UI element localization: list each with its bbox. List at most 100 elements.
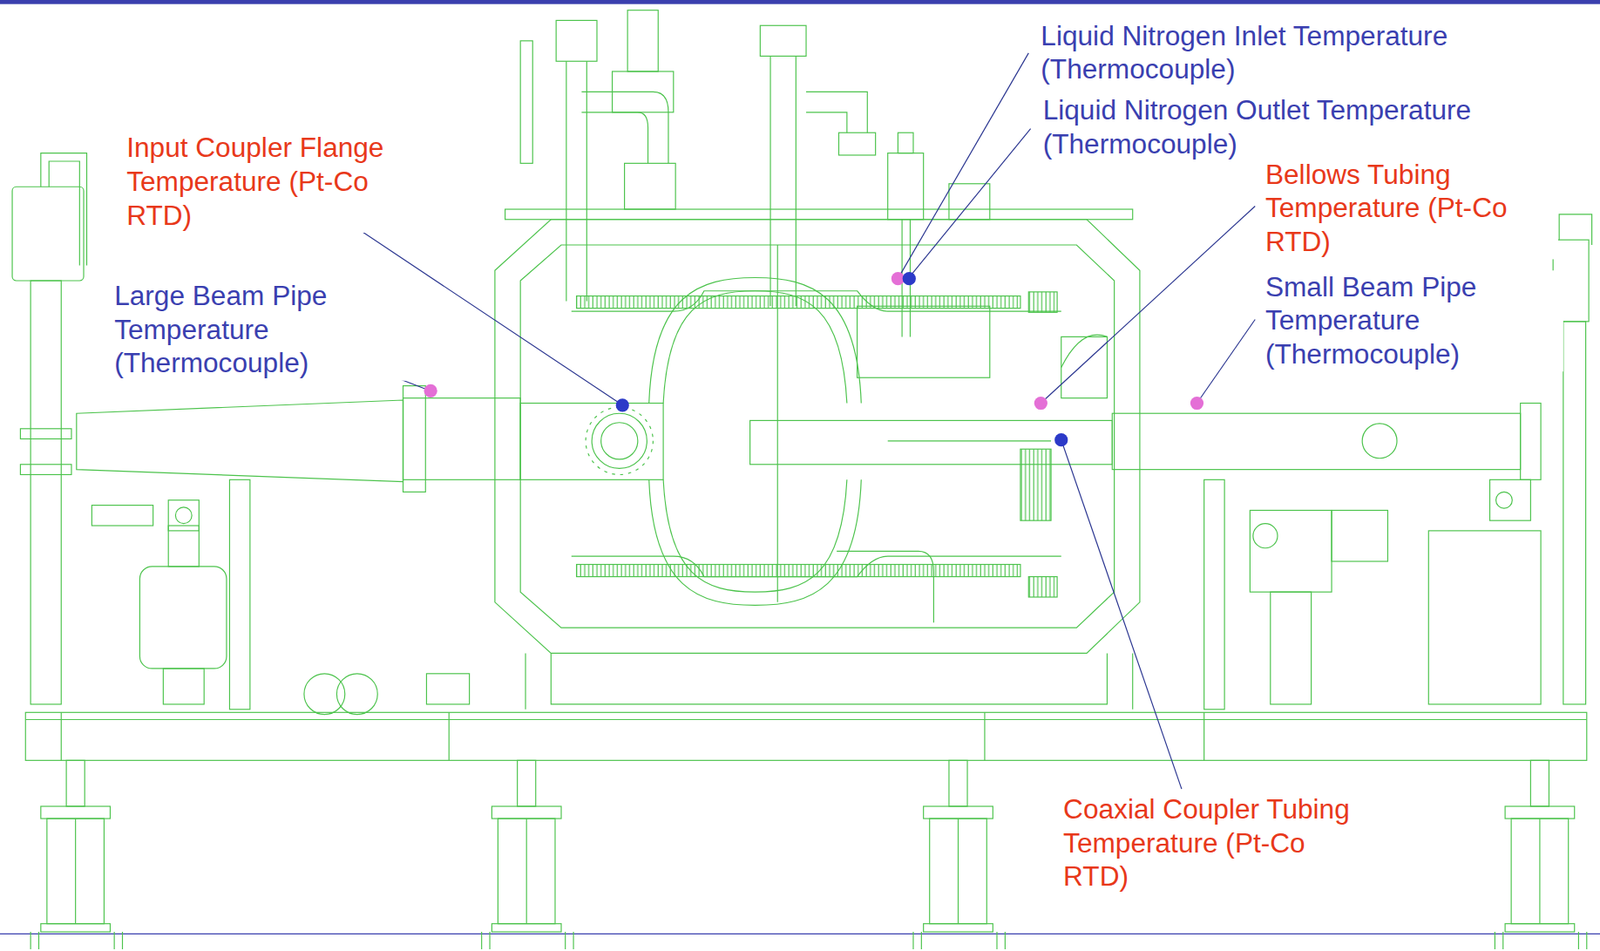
support-leg <box>1505 806 1575 819</box>
vacuum-vessel <box>836 550 934 623</box>
sensor-label: Coaxial Coupler Tubing Temperature (Pt-C… <box>1061 793 1368 895</box>
support-leg <box>923 923 994 932</box>
left-equipment <box>229 479 250 709</box>
top-piping <box>759 25 807 56</box>
cavity <box>649 277 862 403</box>
top-piping <box>566 61 587 301</box>
support-leg <box>47 818 105 924</box>
cavity <box>649 479 862 605</box>
beam-pipe <box>403 398 522 481</box>
support-leg <box>481 759 574 950</box>
base-frame <box>25 711 1587 950</box>
sensor-label: Liquid Nitrogen Inlet Temperature (Therm… <box>1038 19 1523 87</box>
support-leg <box>913 759 1005 950</box>
top-piping <box>627 10 658 72</box>
top-piping <box>770 55 796 306</box>
top-piping <box>520 40 533 164</box>
vacuum-vessel <box>1028 576 1058 597</box>
right-equipment <box>1331 509 1388 562</box>
cavity <box>585 406 653 475</box>
support-leg <box>40 806 111 819</box>
right-equipment <box>1563 321 1587 705</box>
beam-pipe <box>76 386 1541 522</box>
right-equipment <box>1270 591 1312 705</box>
beam-pipe <box>750 420 1113 464</box>
support-leg <box>957 818 959 924</box>
support-leg <box>40 923 111 932</box>
top-piping <box>897 132 914 153</box>
vacuum-vessel <box>1061 336 1108 398</box>
cavity <box>591 413 647 468</box>
right-equipment <box>1253 523 1278 549</box>
sensor-label: Small Beam Pipe Temperature (Thermocoupl… <box>1263 270 1564 372</box>
top-piping <box>949 183 990 220</box>
left-equipment <box>168 500 199 531</box>
sensor-dot <box>616 398 630 412</box>
sensor-dot <box>1190 396 1204 410</box>
beam-pipe <box>1111 413 1520 469</box>
left-equipment <box>40 153 88 266</box>
left-equipment <box>30 280 62 705</box>
base-frame <box>25 718 1587 720</box>
support-leg <box>517 759 536 807</box>
right-equipment <box>1490 479 1532 521</box>
right-equipment <box>1204 214 1593 710</box>
leader-line <box>279 53 1255 789</box>
right-equipment <box>1559 214 1592 245</box>
left-equipment <box>20 428 72 440</box>
left-equipment <box>336 673 378 715</box>
support-leg <box>1505 923 1575 932</box>
support-leg <box>1511 818 1569 924</box>
support-leg <box>949 759 968 807</box>
vacuum-vessel <box>494 219 1140 654</box>
leader-line <box>1040 206 1255 404</box>
top-bar <box>0 0 1600 5</box>
top-piping <box>624 162 677 210</box>
vacuum-vessel <box>520 244 1114 628</box>
left-equipment <box>426 673 469 705</box>
support-leg <box>491 923 562 932</box>
vacuum-vessel <box>1061 334 1108 367</box>
top-piping <box>888 153 924 220</box>
support-leg <box>929 818 988 924</box>
support-leg <box>66 759 85 807</box>
base-frame <box>25 711 1587 760</box>
beam-pipe <box>403 386 427 493</box>
top-piping <box>555 20 597 62</box>
support-leg <box>1530 759 1549 807</box>
left-equipment <box>175 507 192 524</box>
leader-line <box>1196 318 1255 403</box>
vacuum-vessel <box>576 564 1021 577</box>
support-leg <box>526 818 528 924</box>
left-equipment <box>20 464 72 475</box>
top-piping <box>520 10 990 338</box>
left-equipment <box>162 668 204 705</box>
right-equipment <box>1204 479 1225 709</box>
left-equipment <box>12 153 470 715</box>
left-equipment <box>91 505 153 526</box>
right-equipment <box>1496 491 1513 509</box>
cavity <box>663 479 848 592</box>
beam-pipe <box>1520 403 1541 481</box>
beam-pipe <box>1020 448 1051 521</box>
leader-line <box>897 53 1029 279</box>
support-leg <box>1538 818 1540 924</box>
cavity <box>601 422 638 460</box>
left-equipment <box>304 673 346 715</box>
support-leg <box>30 759 123 950</box>
left-equipment <box>12 186 84 281</box>
vacuum-vessel <box>857 305 990 378</box>
beam-pipe <box>1362 423 1397 459</box>
top-piping <box>806 91 868 133</box>
left-equipment <box>139 566 227 669</box>
vacuum-vessel <box>494 209 1140 710</box>
leader-line <box>1061 440 1182 789</box>
right-equipment <box>1249 509 1332 592</box>
support-leg <box>923 806 994 819</box>
cavity <box>777 244 779 603</box>
beam-pipe <box>888 440 1051 441</box>
leader-line <box>908 128 1031 279</box>
floor-line <box>0 933 1600 935</box>
